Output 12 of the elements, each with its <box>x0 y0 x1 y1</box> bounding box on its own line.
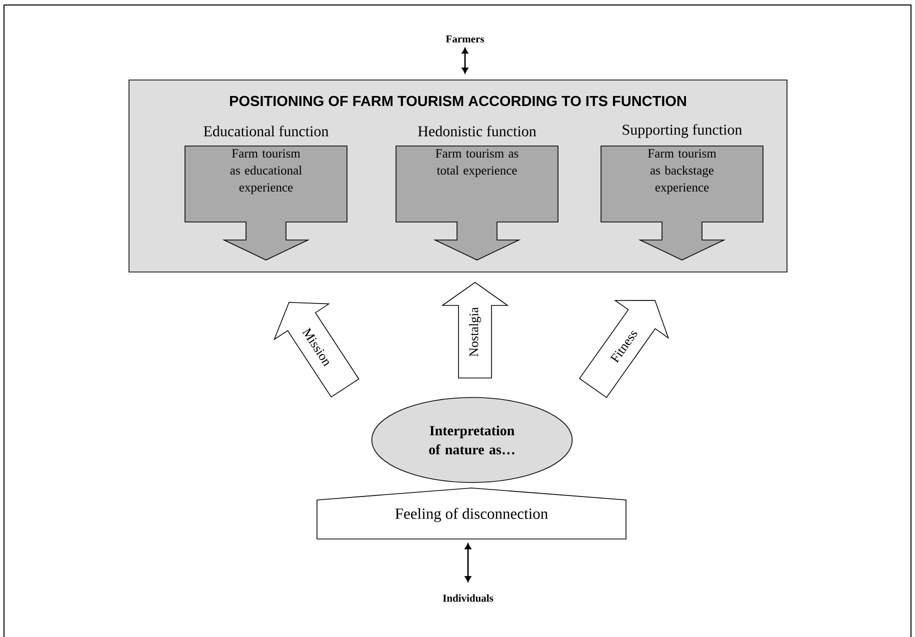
label-text: Individuals <box>442 594 494 602</box>
house-shaped-box: Feeling of disconnection <box>316 488 626 540</box>
down-arrow-box: Farm tourism as backstage experience <box>600 146 764 260</box>
double-arrow <box>464 543 472 582</box>
column-heading: Educational function <box>204 126 328 136</box>
down-arrow-box: Farm tourism as total experience <box>396 146 558 260</box>
column-heading: Supporting function <box>622 124 742 138</box>
label-text: Farmers <box>446 36 484 42</box>
column-heading: Hedonistic function <box>418 126 536 136</box>
edge-label: Nostalgia <box>468 306 482 358</box>
down-arrow-box: Farm tourism as educational experience <box>184 146 348 260</box>
double-arrow <box>462 48 468 74</box>
